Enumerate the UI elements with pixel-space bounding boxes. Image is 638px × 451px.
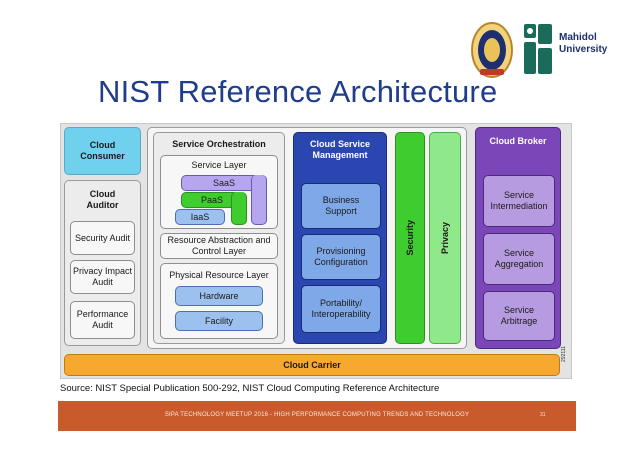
privacy-bar: Privacy xyxy=(429,132,461,344)
architecture-diagram: Cloud Consumer Cloud Auditor Security Au… xyxy=(60,123,572,379)
security-bar: Security xyxy=(395,132,425,344)
saas-right-arm xyxy=(251,175,267,225)
cloud-auditor-label: Cloud Auditor xyxy=(86,189,119,210)
university-name: Mahidol University xyxy=(559,32,607,56)
resource-abstraction-box: Resource Abstraction and Control Layer xyxy=(160,233,278,259)
service-intermediation-box: Service Intermediation xyxy=(483,175,555,227)
cloud-consumer-label: Cloud Consumer xyxy=(80,140,125,161)
service-arbitrage-box: Service Arbitrage xyxy=(483,291,555,341)
paas-right-arm xyxy=(231,192,247,225)
footer-text: SIPA TECHNOLOGY MEETUP 2016 - HIGH PERFO… xyxy=(164,412,470,418)
performance-audit-box: Performance Audit xyxy=(70,301,135,339)
cloud-consumer-box: Cloud Consumer xyxy=(64,127,141,175)
service-orchestration-panel: Service Orchestration Service Layer SaaS… xyxy=(153,132,285,344)
page-number: 31 xyxy=(540,412,546,418)
footer-bar: SIPA TECHNOLOGY MEETUP 2016 - HIGH PERFO… xyxy=(58,401,576,431)
security-audit-box: Security Audit xyxy=(70,221,135,255)
privacy-impact-audit-box: Privacy Impact Audit xyxy=(70,260,135,294)
cloud-broker-panel: Cloud Broker Service Intermediation Serv… xyxy=(475,127,561,349)
slide-title: NIST Reference Architecture xyxy=(98,74,498,109)
source-caption: Source: NIST Special Publication 500-292… xyxy=(60,383,440,394)
cloud-broker-label: Cloud Broker xyxy=(489,136,547,146)
university-name-line2: University xyxy=(559,44,608,55)
cloud-auditor-panel: Cloud Auditor Security Audit Privacy Imp… xyxy=(64,180,141,346)
cloud-carrier-bar: Cloud Carrier xyxy=(64,354,560,376)
physical-resource-layer-box: Physical Resource Layer Hardware Facilit… xyxy=(160,263,278,339)
university-name-line1: Mahidol xyxy=(559,32,597,43)
physical-resource-layer-label: Physical Resource Layer xyxy=(169,270,269,280)
security-label: Security xyxy=(404,220,415,256)
privacy-label: Privacy xyxy=(439,221,450,255)
figure-id-text: 292111 xyxy=(561,346,567,362)
service-layer-box: Service Layer SaaS PaaS IaaS xyxy=(160,155,278,229)
service-layer-label: Service Layer xyxy=(191,160,247,170)
cloud-service-management-label: Cloud Service Management xyxy=(309,139,371,160)
facility-box: Facility xyxy=(175,311,263,331)
service-orchestration-label: Service Orchestration xyxy=(172,139,266,149)
figure-id: 292111 xyxy=(561,346,573,376)
iaas-box: IaaS xyxy=(175,209,225,225)
service-aggregation-box: Service Aggregation xyxy=(483,233,555,285)
cloud-service-management-panel: Cloud Service Management Business Suppor… xyxy=(293,132,387,344)
provisioning-configuration-box: Provisioning Configuration xyxy=(301,234,381,280)
business-support-box: Business Support xyxy=(301,183,381,229)
seal-logo xyxy=(471,22,513,78)
logos xyxy=(470,20,630,80)
hardware-box: Hardware xyxy=(175,286,263,306)
mahidol-logo-icon xyxy=(524,24,552,74)
portability-interoperability-box: Portability/ Interoperability xyxy=(301,285,381,333)
